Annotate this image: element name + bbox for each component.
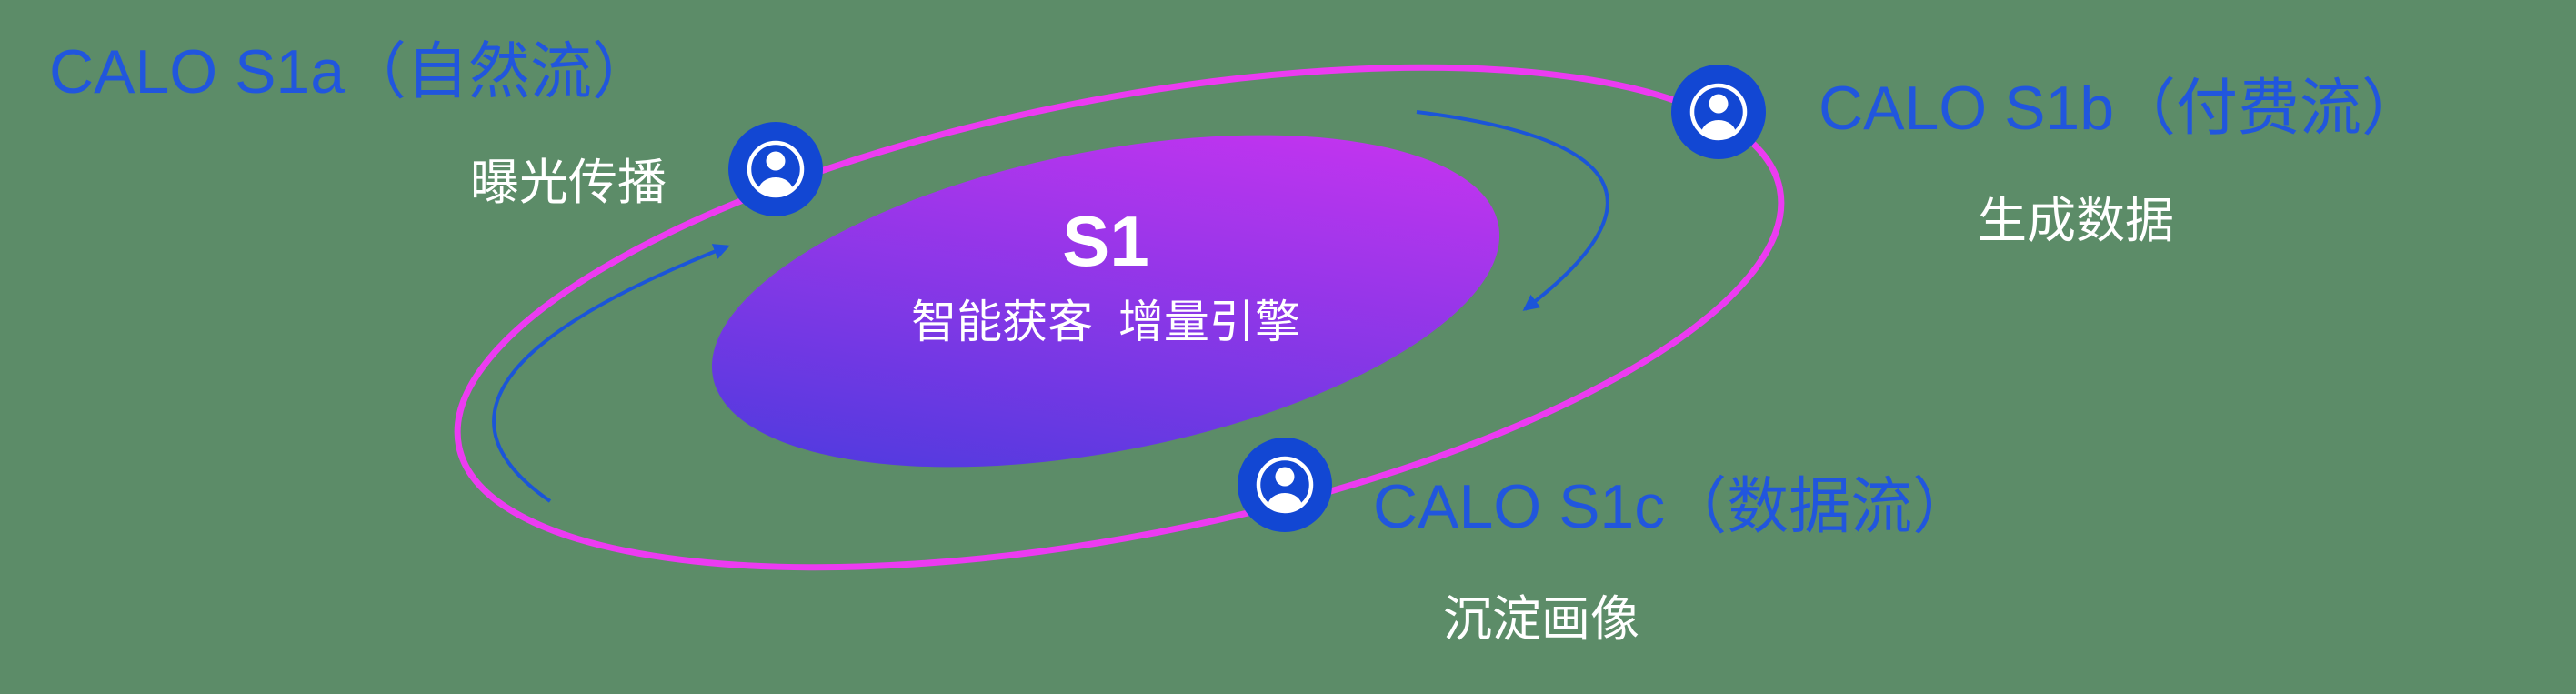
node-title-s1a: CALO S1a（自然流） (49, 37, 655, 106)
user-icon (747, 140, 805, 198)
orbit-ring (454, 64, 1785, 571)
flow-arrow-right (1416, 110, 1609, 311)
node-title-s1c: CALO S1c（数据流） (1373, 472, 1975, 541)
core-title: S1 (1062, 201, 1149, 281)
user-icon (1689, 83, 1748, 141)
node-subtitle-s1c: 沉淀画像 (1443, 592, 1639, 647)
node-title-s1b: CALO S1b（付费流） (1819, 74, 2424, 143)
node-subtitle-s1b: 生成数据 (1978, 194, 2174, 248)
user-node-s1c (1238, 438, 1332, 532)
flow-arrow-left (492, 244, 730, 503)
user-icon (1256, 456, 1314, 514)
core-subtitle: 智能获客 增量引擎 (911, 297, 1300, 347)
user-node-s1b (1671, 65, 1766, 159)
node-subtitle-s1a: 曝光传播 (470, 156, 667, 210)
user-node-s1a (728, 122, 823, 216)
core-ellipse (711, 135, 1500, 468)
